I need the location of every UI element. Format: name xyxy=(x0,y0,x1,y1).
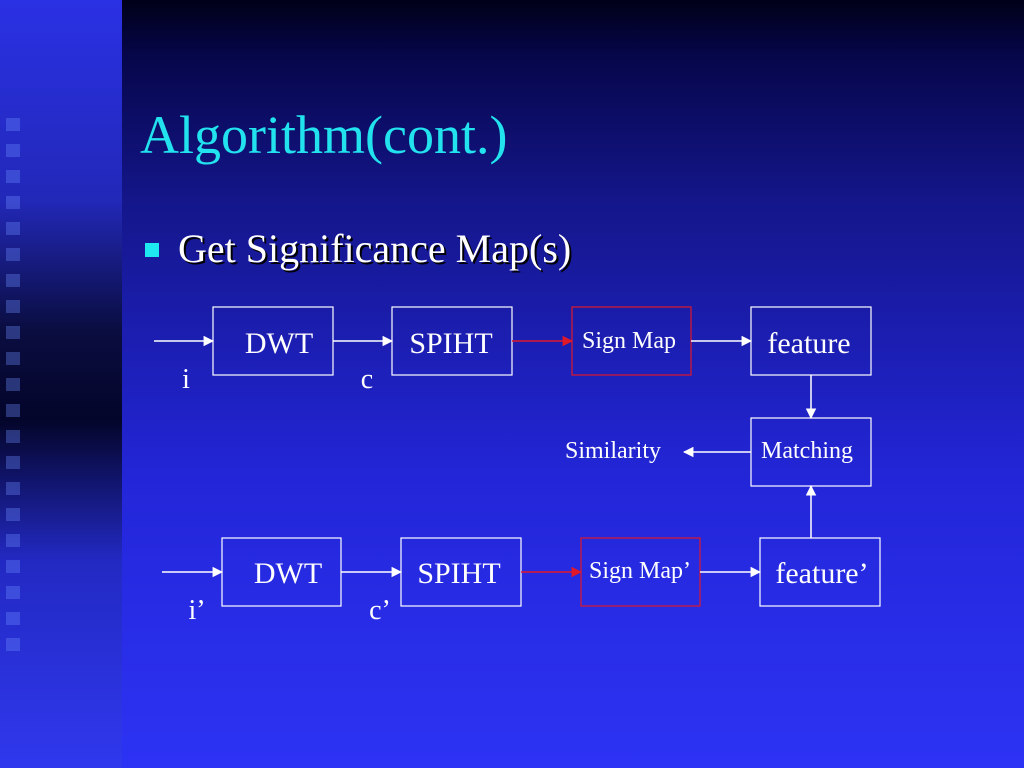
decorative-square xyxy=(6,352,20,365)
matching-label: Matching xyxy=(761,438,853,464)
decorative-square xyxy=(6,456,20,469)
decorative-square xyxy=(6,482,20,495)
sign-map-label-row1: Sign Map xyxy=(582,328,676,354)
decorative-square xyxy=(6,378,20,391)
feature-box-row2 xyxy=(759,537,881,607)
decorative-square xyxy=(6,196,20,209)
decorative-square xyxy=(6,638,20,651)
decorative-square xyxy=(6,508,20,521)
similarity-label: Similarity xyxy=(565,438,661,464)
decorative-square xyxy=(6,144,20,157)
coef-label-row2: c’ xyxy=(369,595,391,626)
bullet-square-icon xyxy=(145,243,159,257)
bullet-text: Get Significance Map(s) xyxy=(178,226,572,271)
decorative-square xyxy=(6,300,20,313)
decorative-square xyxy=(6,404,20,417)
decorative-square xyxy=(6,170,20,183)
decorative-square xyxy=(6,222,20,235)
decorative-square xyxy=(6,248,20,261)
slide-title: Algorithm(cont.) xyxy=(140,105,508,165)
coef-label-row1: c xyxy=(361,364,373,395)
decorative-square xyxy=(6,560,20,573)
sign-map-label-row2: Sign Map’ xyxy=(589,558,691,584)
spiht-label-row2: SPIHT xyxy=(417,557,500,590)
feature-label-row2: feature’ xyxy=(775,557,868,590)
decorative-square xyxy=(6,430,20,443)
input-label-row2: i’ xyxy=(188,595,205,626)
decorative-square xyxy=(6,326,20,339)
decorative-square xyxy=(6,586,20,599)
decorative-square xyxy=(6,118,20,131)
spiht-label-row1: SPIHT xyxy=(409,327,492,360)
decorative-square xyxy=(6,534,20,547)
decorative-square xyxy=(6,612,20,625)
input-label-row1: i xyxy=(182,364,190,395)
left-decorative-strip xyxy=(0,0,122,768)
decorative-square xyxy=(6,274,20,287)
dwt-label-row2: DWT xyxy=(254,557,322,590)
dwt-label-row1: DWT xyxy=(245,327,313,360)
decorative-squares xyxy=(6,118,28,664)
feature-label-row1: feature xyxy=(767,327,850,360)
